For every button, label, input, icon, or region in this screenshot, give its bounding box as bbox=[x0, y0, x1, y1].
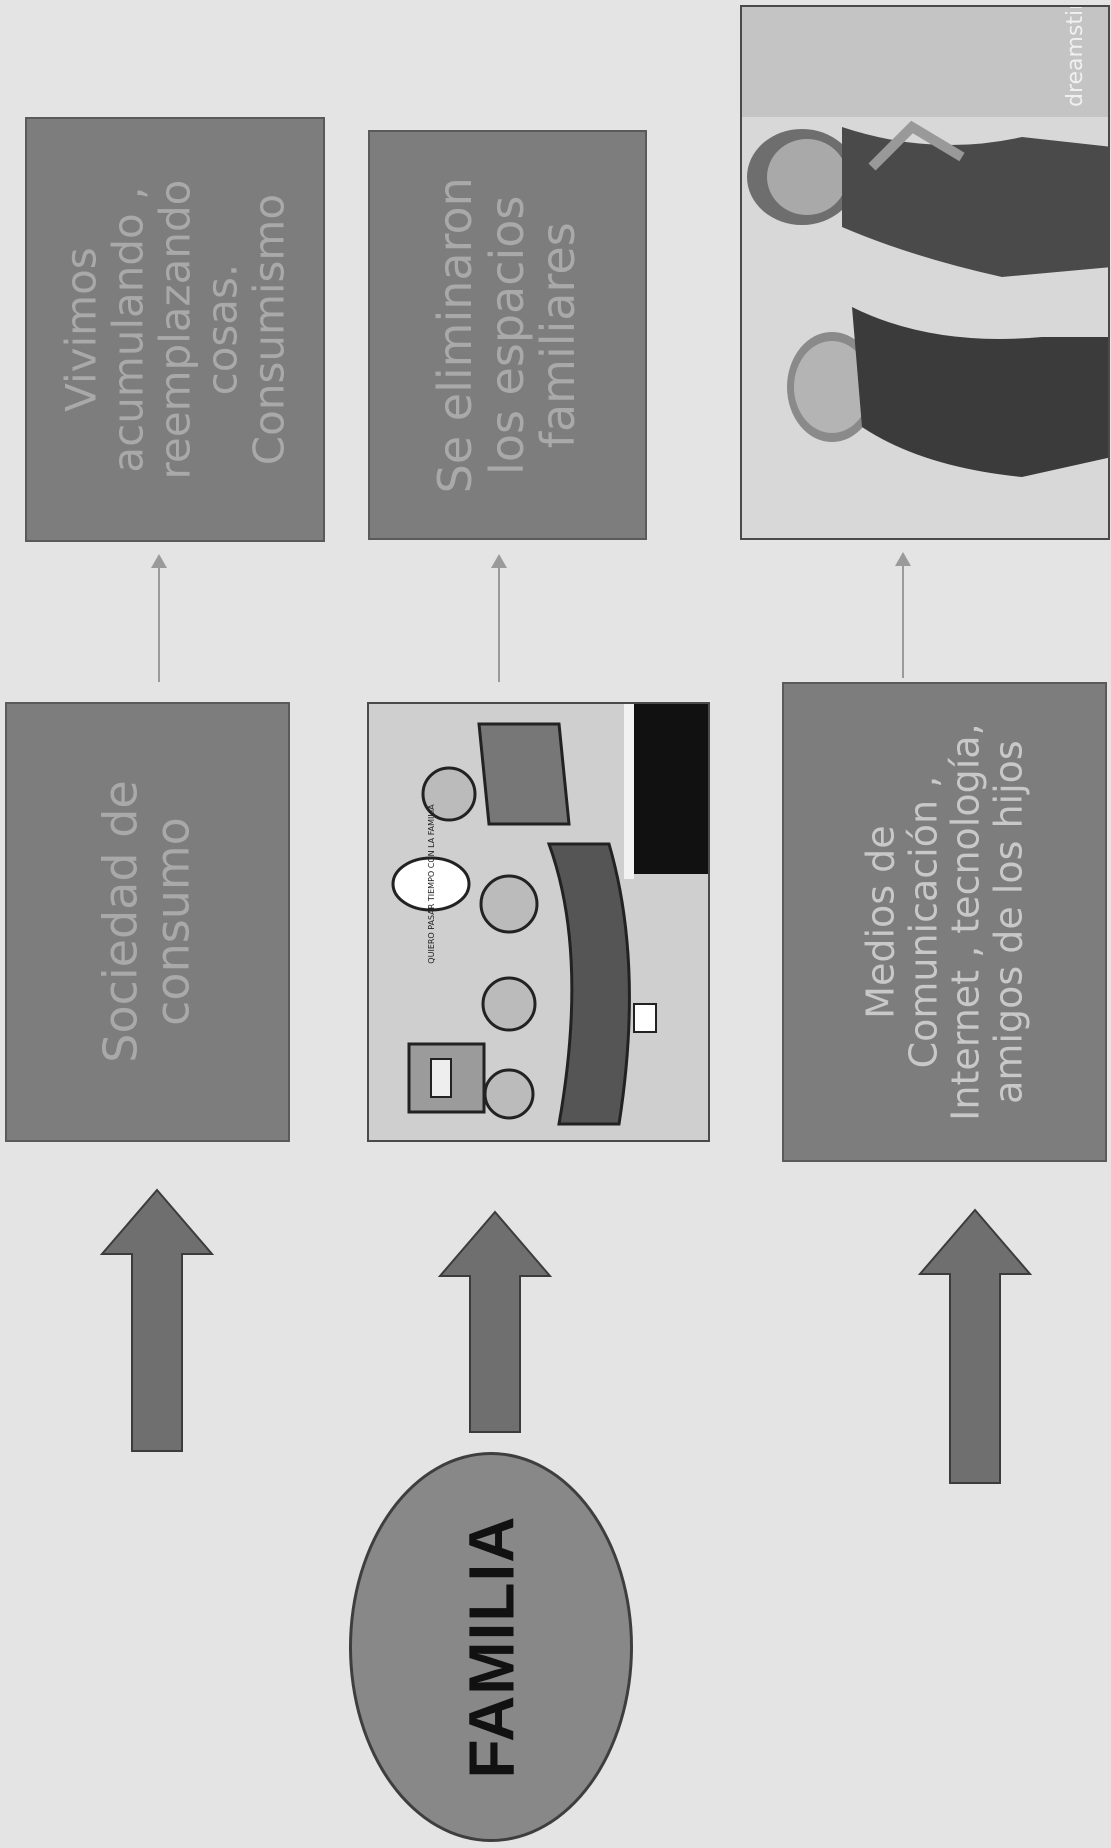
text-line: Internet , tecnología, bbox=[943, 723, 988, 1121]
block-arrow-bottom bbox=[917, 1208, 1033, 1484]
text-line: acumulando , bbox=[103, 186, 153, 473]
effect-label-consumerism: Vivimos acumulando , reemplazando cosas.… bbox=[56, 179, 294, 480]
text-line: consumo bbox=[145, 817, 200, 1027]
connector-top-arrowhead bbox=[151, 554, 167, 568]
text-line: los espacios bbox=[479, 195, 534, 475]
connector-top bbox=[158, 562, 160, 682]
connector-middle bbox=[498, 562, 500, 682]
connector-middle-arrowhead bbox=[491, 554, 507, 568]
speech-bubble-text: QUIERO PASAR TIEMPO CON LA FAMILIA bbox=[427, 804, 436, 964]
text-line: familiares bbox=[531, 222, 586, 448]
effect-box-family-spaces: Se eliminaron los espacios familiares bbox=[368, 130, 647, 540]
text-line: amigos de los hijos bbox=[986, 740, 1031, 1104]
cartoon-illustration: QUIERO PASAR TIEMPO CON LA FAMILIA bbox=[369, 704, 708, 1140]
connector-bottom-arrowhead bbox=[895, 552, 911, 566]
text-line: Consumismo bbox=[244, 193, 294, 466]
familia-node: FAMILIA bbox=[349, 1452, 633, 1842]
effect-label-family-spaces: Se eliminaron los espacios familiares bbox=[428, 176, 586, 494]
block-arrow-middle bbox=[437, 1210, 553, 1433]
connector-bottom bbox=[902, 560, 904, 678]
couple-photo-illustration: dreamstime bbox=[742, 7, 1108, 538]
text-line: Se eliminaron bbox=[428, 176, 483, 494]
text-line: Sociedad de bbox=[93, 780, 148, 1064]
text-line: cosas. bbox=[197, 263, 247, 396]
cause-label-consumer-society: Sociedad de consumo bbox=[93, 780, 200, 1064]
block-arrow-top bbox=[99, 1188, 215, 1452]
photo-watermark: dreamstime bbox=[1063, 7, 1088, 107]
text-line: Medios de bbox=[858, 825, 903, 1019]
couple-arguing-photo: dreamstime bbox=[740, 5, 1110, 540]
cause-box-consumer-society: Sociedad de consumo bbox=[5, 702, 290, 1142]
effect-box-consumerism: Vivimos acumulando , reemplazando cosas.… bbox=[25, 117, 325, 542]
cause-box-media: Medios de Comunicación , Internet , tecn… bbox=[782, 682, 1107, 1162]
text-line: Comunicación , bbox=[900, 775, 945, 1069]
text-line: Vivimos bbox=[56, 247, 106, 412]
cartoon-family-image: QUIERO PASAR TIEMPO CON LA FAMILIA bbox=[367, 702, 710, 1142]
cause-label-media: Medios de Comunicación , Internet , tecn… bbox=[858, 723, 1031, 1121]
text-line: reemplazando bbox=[150, 179, 200, 480]
